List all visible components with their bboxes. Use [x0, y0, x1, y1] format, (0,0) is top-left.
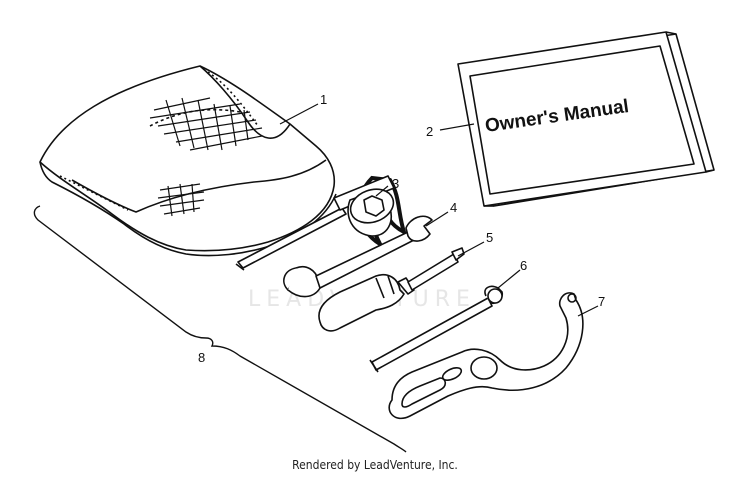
tool-pouch — [39, 65, 337, 257]
render-credit: Rendered by LeadVenture, Inc. — [292, 458, 458, 472]
callout-4: 4 — [450, 200, 457, 215]
callout-1: 1 — [320, 92, 327, 107]
callout-5: 5 — [486, 230, 493, 245]
callout-labels: 1 2 3 4 5 6 7 8 — [198, 92, 605, 365]
hook-spanner — [388, 292, 584, 420]
owners-manual: Owner's Manual — [457, 31, 715, 207]
callout-6: 6 — [520, 258, 527, 273]
callout-3: 3 — [392, 176, 399, 191]
open-end-wrench — [283, 215, 433, 298]
screwdriver — [318, 247, 465, 332]
callout-7: 7 — [598, 294, 605, 309]
spark-plug-pin — [369, 285, 504, 373]
group-bracket-8 — [33, 205, 407, 453]
callout-8: 8 — [198, 350, 205, 365]
pouch-texture-patch — [149, 97, 263, 151]
pouch-texture-patch-lower — [157, 183, 205, 217]
socket-wrench — [235, 175, 395, 271]
callout-2: 2 — [426, 124, 433, 139]
leader-lines — [279, 103, 599, 317]
